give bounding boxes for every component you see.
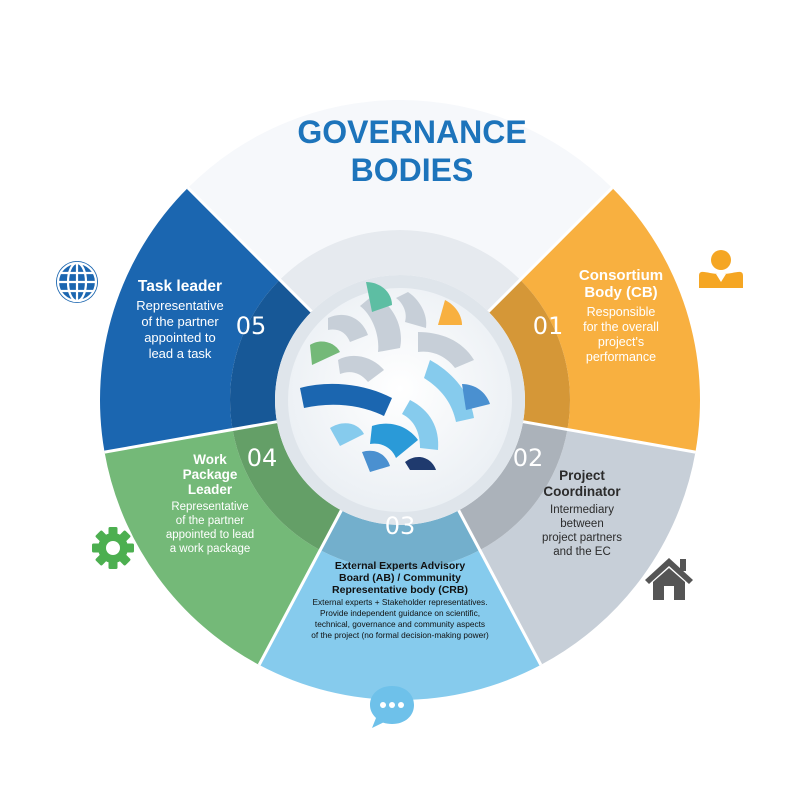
segment-04-text-line2: of the partner bbox=[176, 515, 245, 527]
person-icon bbox=[699, 250, 743, 288]
segment-task-leader bbox=[100, 187, 280, 453]
segment-05-text-line2: of the partner bbox=[141, 314, 219, 329]
divider-line bbox=[186, 186, 313, 313]
ring-project-coordinator bbox=[458, 421, 568, 551]
segment-04-title-line1: Work bbox=[193, 452, 227, 467]
segment-project-coordinator bbox=[479, 429, 696, 665]
segment-advisory-board bbox=[259, 550, 541, 700]
segment-05-text-line4: lead a task bbox=[149, 346, 212, 361]
segment-01-label: Consortium Body (CB) Responsible for the… bbox=[579, 267, 663, 364]
segment-03-text-line3: technical, governance and community aspe… bbox=[315, 619, 485, 629]
segment-03-title-line3: Representative body (CRB) bbox=[332, 584, 468, 596]
segment-consortium-body bbox=[520, 187, 700, 453]
segment-04-label: Work Package Leader Representative of th… bbox=[166, 452, 254, 555]
segment-01-title-line1: Consortium bbox=[579, 267, 663, 284]
segment-05-text-line3: appointed to bbox=[144, 330, 216, 345]
segment-01-text-line2: for the overall bbox=[583, 320, 659, 334]
segment-05-title-line1: Task leader bbox=[138, 278, 222, 295]
segment-number-02: 02 bbox=[513, 444, 544, 472]
segment-number-04: 04 bbox=[247, 444, 278, 472]
divider-line bbox=[257, 509, 343, 666]
segment-number-05: 05 bbox=[236, 312, 267, 340]
segment-dividers bbox=[104, 186, 696, 666]
segment-02-title-line2: Coordinator bbox=[543, 484, 621, 499]
ring-title-area bbox=[279, 229, 521, 312]
segment-04-title-line2: Package bbox=[183, 467, 238, 482]
segment-02-title-line1: Project bbox=[559, 468, 605, 483]
chat-bubble-icon bbox=[370, 686, 414, 728]
segment-05-label: Task leader Representative of the partne… bbox=[136, 278, 223, 361]
segment-05-text-line1: Representative bbox=[136, 298, 223, 313]
segment-04-text-line4: a work package bbox=[170, 543, 251, 555]
ring-task-leader bbox=[230, 279, 312, 430]
segment-02-text-line1: Intermediary bbox=[550, 504, 614, 516]
segment-03-text-line4: of the project (no formal decision-makin… bbox=[311, 630, 489, 640]
page-title-line1: GOVERNANCE bbox=[297, 114, 526, 150]
gear-icon bbox=[92, 527, 134, 569]
center-logo bbox=[300, 282, 490, 472]
segment-number-03: 03 bbox=[385, 512, 416, 540]
divider-line bbox=[522, 420, 696, 454]
segment-02-text-line4: and the EC bbox=[553, 546, 611, 558]
ring-consortium-body bbox=[488, 279, 570, 430]
segment-02-text-line2: between bbox=[560, 518, 603, 530]
segment-01-title-line2: Body (CB) bbox=[584, 284, 657, 301]
segment-01-text-line1: Responsible bbox=[587, 305, 656, 319]
globe-icon bbox=[56, 261, 98, 303]
segment-03-text-line1: External experts + Stakeholder represent… bbox=[312, 597, 487, 607]
segment-03-text-line2: Provide independent guidance on scientif… bbox=[320, 608, 480, 618]
house-icon bbox=[645, 558, 693, 600]
divider-line bbox=[487, 186, 614, 313]
divider-line bbox=[457, 509, 543, 666]
segment-01-text-line4: performance bbox=[586, 350, 656, 364]
segment-04-text-line3: appointed to lead bbox=[166, 529, 254, 541]
ring-work-package-leader bbox=[232, 421, 342, 551]
page-title-line2: BODIES bbox=[351, 152, 474, 188]
segment-number-01: 01 bbox=[533, 312, 564, 340]
segment-02-label: Project Coordinator Intermediary between… bbox=[542, 468, 622, 558]
segment-04-title-line3: Leader bbox=[188, 482, 233, 497]
segment-04-text-line1: Representative bbox=[171, 501, 248, 513]
segment-03-title-line2: Board (AB) / Community bbox=[339, 572, 461, 584]
segment-title-area bbox=[187, 100, 613, 280]
segment-work-package-leader bbox=[104, 429, 321, 665]
segment-01-text-line3: project's bbox=[598, 335, 644, 349]
segment-03-title-line1: External Experts Advisory bbox=[335, 560, 465, 572]
divider-line bbox=[104, 420, 278, 454]
segment-02-text-line3: project partners bbox=[542, 532, 622, 544]
segment-03-label: External Experts Advisory Board (AB) / C… bbox=[311, 560, 489, 640]
ring-advisory-board bbox=[320, 510, 480, 571]
